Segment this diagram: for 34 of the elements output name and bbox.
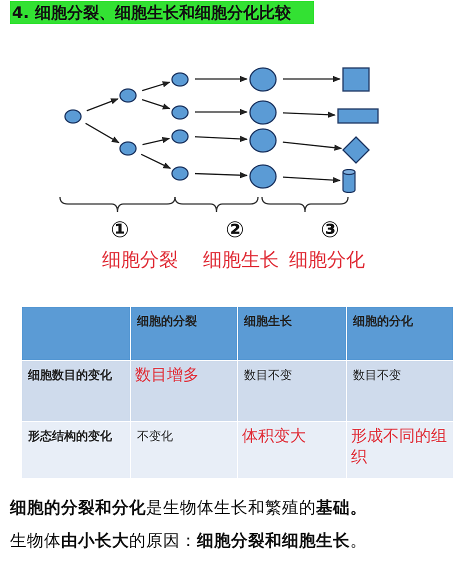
table-header-cell: 细胞的分化 (347, 307, 453, 360)
table-cell: 体积变大 (238, 422, 346, 478)
arrow (142, 137, 170, 146)
table-cell: 不变化 (131, 422, 237, 478)
stage-label: 细胞生长 (202, 248, 280, 273)
table-header-cell: 细胞的分裂 (131, 307, 237, 360)
stage-label: 细胞分裂 (101, 248, 179, 273)
title: 4. 细胞分裂、细胞生长和细胞分化比较 (10, 1, 314, 24)
note-sentence: 生物体由小长大的原因：细胞分裂和细胞生长。 (10, 530, 367, 552)
stage-label: 细胞分化 (288, 248, 366, 273)
arrow (142, 98, 170, 110)
row-header-cell: 形态结构的变化 (22, 422, 130, 478)
arrow (283, 76, 341, 82)
arrow (282, 112, 336, 118)
table-header-cell: 细胞生长 (238, 307, 346, 360)
arrow (195, 108, 248, 116)
arrow (142, 81, 170, 92)
arrow (282, 141, 342, 151)
arrow (194, 136, 248, 142)
step-number: ② (224, 218, 246, 243)
table-cell: 数目增多 (131, 361, 237, 421)
arrow (86, 98, 119, 112)
row-header-cell: 细胞数目的变化 (22, 361, 130, 421)
arrow (85, 122, 120, 144)
arrow (194, 172, 248, 178)
table-cell: 数目不变 (347, 361, 453, 421)
step-number: ① (110, 218, 130, 243)
note-sentence: 细胞的分裂和分化是生物体生长和繁殖的基础。 (10, 497, 367, 519)
arrow (282, 176, 341, 184)
arrow (140, 154, 172, 169)
table-cell: 形成不同的组织 (347, 422, 453, 478)
step-number: ③ (320, 218, 340, 243)
table-cell: 数目不变 (238, 361, 346, 421)
arrow (195, 76, 248, 82)
